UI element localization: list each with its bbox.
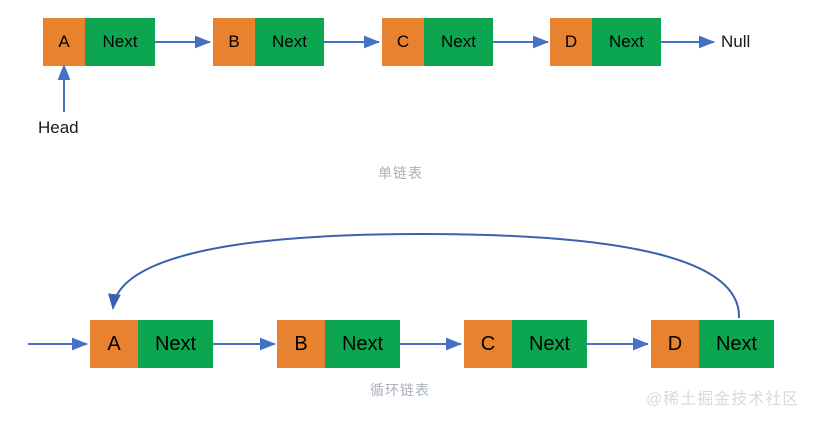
circular-node-a-data: A (90, 320, 138, 368)
singly-node-b-data: B (213, 18, 255, 66)
singly-node-a-data: A (43, 18, 85, 66)
circular-node-b-next: Next (325, 320, 400, 368)
circular-node-d[interactable]: D Next (651, 320, 774, 368)
caption-singly-list: 单链表 (378, 165, 423, 181)
circular-node-a-next: Next (138, 320, 213, 368)
singly-node-d-next: Next (592, 18, 661, 66)
circular-node-d-data: D (651, 320, 699, 368)
head-pointer-label: Head (38, 118, 79, 137)
singly-node-d-data: D (550, 18, 592, 66)
arrow-circular-loop-back (108, 232, 741, 319)
singly-node-b-next: Next (255, 18, 324, 66)
singly-node-c-data: C (382, 18, 424, 66)
circular-node-c-next: Next (512, 320, 587, 368)
caption-circular-list: 循环链表 (370, 382, 430, 398)
singly-node-b[interactable]: B Next (213, 18, 324, 66)
circular-node-d-next: Next (699, 320, 774, 368)
singly-node-d[interactable]: D Next (550, 18, 661, 66)
circular-node-c[interactable]: C Next (464, 320, 587, 368)
circular-node-a[interactable]: A Next (90, 320, 213, 368)
singly-node-a[interactable]: A Next (43, 18, 155, 66)
null-terminator-label: Null (721, 32, 751, 51)
circular-node-b-data: B (277, 320, 325, 368)
singly-node-c-next: Next (424, 18, 493, 66)
singly-node-a-next: Next (85, 18, 155, 66)
circular-node-c-data: C (464, 320, 512, 368)
circular-node-b[interactable]: B Next (277, 320, 400, 368)
watermark-label: @稀土掘金技术社区 (646, 391, 800, 408)
singly-node-c[interactable]: C Next (382, 18, 493, 66)
